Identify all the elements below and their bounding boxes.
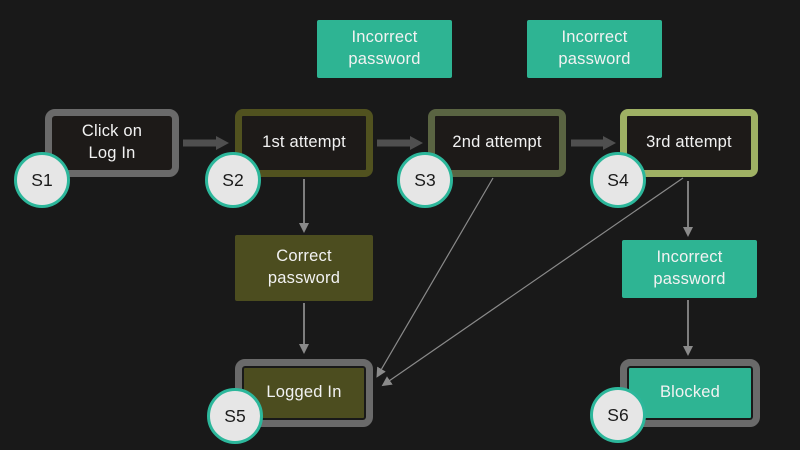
incorrect-password-label-right: Incorrect password	[622, 240, 757, 298]
label-line: password	[653, 270, 726, 288]
state-label: 2nd attempt	[452, 133, 542, 152]
state-label-line: Log In	[88, 144, 136, 162]
state-label: Blocked	[659, 383, 721, 402]
label-line: Correct	[276, 247, 332, 266]
state-badge-s5: S5	[207, 388, 263, 444]
label-line: Incorrect	[561, 28, 628, 47]
badge-label: S5	[224, 405, 246, 426]
badge-label: S6	[607, 404, 629, 425]
state-label-line: Click on	[81, 122, 143, 141]
state-label: 1st attempt	[262, 133, 346, 152]
label-line: password	[267, 269, 341, 287]
state-label: Logged In	[266, 383, 342, 402]
label-line: Incorrect	[351, 28, 418, 47]
state-label: 3rd attempt	[646, 133, 732, 152]
badge-label: S3	[414, 169, 436, 190]
state-box-2nd-attempt: 2nd attempt	[428, 109, 566, 177]
state-badge-s4: S4	[590, 152, 646, 208]
label-line: password	[558, 50, 631, 68]
incorrect-password-label-top-right: Incorrect password	[527, 20, 662, 78]
badge-label: S2	[222, 169, 244, 190]
arrow-s4-to-logged-in	[381, 177, 684, 387]
label-line: password	[348, 50, 421, 68]
state-box-click-on-log-in: Click on Log In	[45, 109, 179, 177]
correct-password-label: Correct password	[235, 235, 373, 301]
arrow-s3-to-logged-in	[376, 177, 494, 378]
state-badge-s1: S1	[14, 152, 70, 208]
state-badge-s2: S2	[205, 152, 261, 208]
label-line: Incorrect	[656, 248, 723, 267]
state-badge-s3: S3	[397, 152, 453, 208]
badge-label: S4	[607, 169, 629, 190]
state-box-1st-attempt: 1st attempt	[235, 109, 373, 177]
state-box-3rd-attempt: 3rd attempt	[620, 109, 758, 177]
incorrect-password-label-top-left: Incorrect password	[317, 20, 452, 78]
badge-label: S1	[31, 169, 53, 190]
state-badge-s6: S6	[590, 387, 646, 443]
